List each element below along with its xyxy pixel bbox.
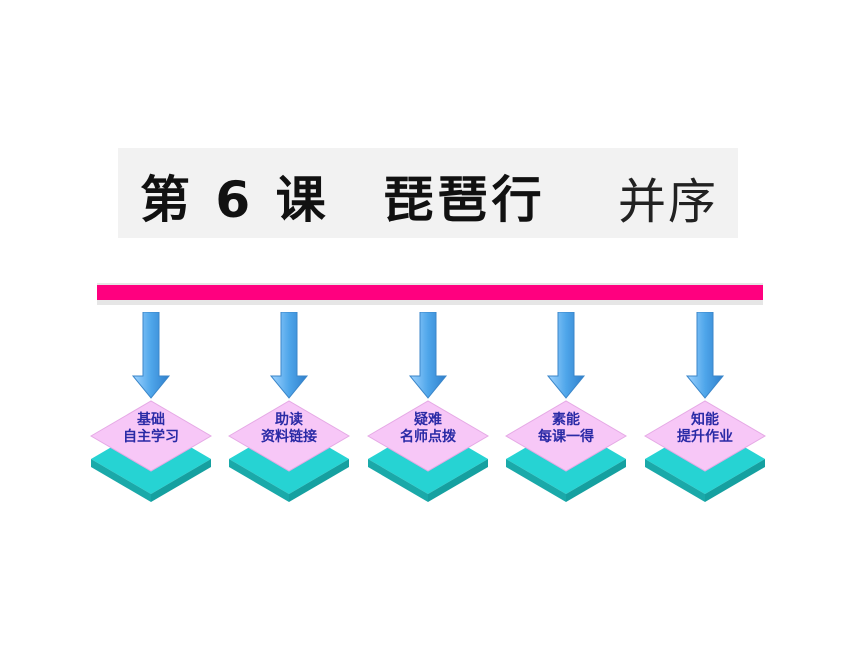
arrow-down-icon	[505, 312, 627, 502]
node-label-line1: 疑难	[414, 412, 442, 428]
arrow-down-icon	[367, 312, 489, 502]
lesson-subtitle: 并序	[618, 174, 719, 230]
nav-node-homework[interactable]: 知能 提升作业	[643, 312, 767, 502]
node-label-line1: 基础	[137, 412, 165, 428]
node-label-line1: 助读	[275, 412, 303, 428]
node-label-line2: 提升作业	[677, 429, 733, 445]
nav-node-lesson-takeaway[interactable]: 素能 每课一得	[504, 312, 628, 502]
nav-node-difficulty-guidance[interactable]: 疑难 名师点拨	[366, 312, 490, 502]
divider-bar	[97, 285, 763, 300]
node-label: 疑难 名师点拨	[366, 412, 490, 446]
node-label: 基础 自主学习	[89, 412, 213, 446]
arrow-down-icon	[228, 312, 350, 502]
nav-node-basic-self-study[interactable]: 基础 自主学习	[89, 312, 213, 502]
node-label: 素能 每课一得	[504, 412, 628, 446]
nav-node-reading-aid[interactable]: 助读 资料链接	[227, 312, 351, 502]
arrow-down-icon	[644, 312, 766, 502]
title-banner: 第 6 课 琵琶行 并序	[118, 148, 738, 238]
node-label-line1: 知能	[691, 412, 719, 428]
node-label-line1: 素能	[552, 412, 580, 428]
node-label-line2: 资料链接	[261, 429, 317, 445]
arrow-down-icon	[90, 312, 212, 502]
node-label-line2: 名师点拨	[400, 429, 456, 445]
lesson-title: 第 6 课 琵琶行	[140, 171, 546, 229]
node-label: 助读 资料链接	[227, 412, 351, 446]
node-label: 知能 提升作业	[643, 412, 767, 446]
node-label-line2: 每课一得	[538, 429, 594, 445]
node-label-line2: 自主学习	[123, 429, 179, 445]
